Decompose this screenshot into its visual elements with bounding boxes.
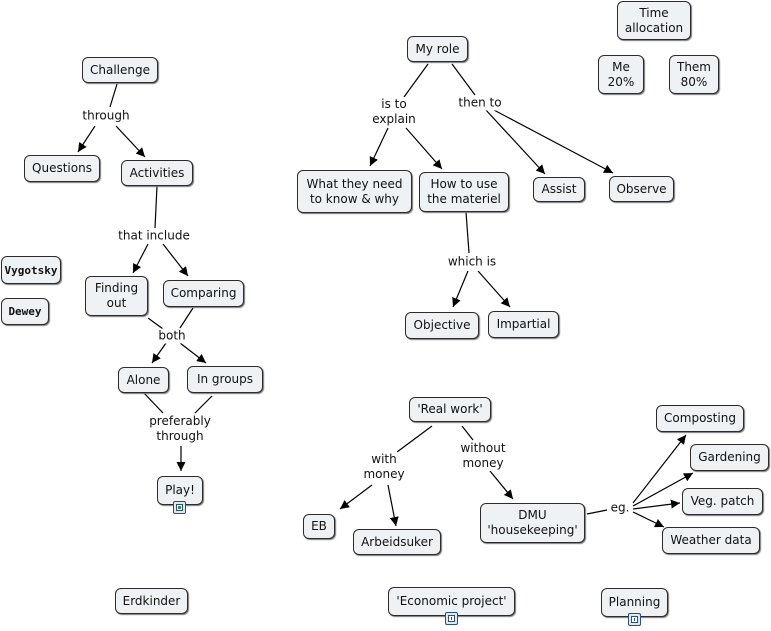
link-label-without-money: without money — [459, 441, 507, 471]
concept-challenge[interactable]: Challenge — [82, 57, 158, 83]
concept-eb[interactable]: EB — [303, 514, 335, 539]
concept-vygotsky[interactable]: Vygotsky — [1, 256, 61, 284]
concept-composting[interactable]: Composting — [656, 405, 744, 432]
concept-me[interactable]: Me 20% — [598, 55, 644, 94]
concept-play[interactable]: Play! — [157, 476, 203, 505]
concept-map-icon[interactable] — [628, 613, 641, 626]
image-icon[interactable] — [173, 501, 186, 514]
concept-veg-patch[interactable]: Veg. patch — [682, 488, 763, 515]
link-label-eg: eg. — [609, 500, 631, 516]
concept-erdkinder[interactable]: Erdkinder — [115, 588, 188, 614]
concept-objective[interactable]: Objective — [405, 312, 479, 339]
concept-finding-out[interactable]: Finding out — [85, 276, 148, 316]
link-label-preferably-through: preferably through — [148, 414, 212, 444]
link-label-which-is: which is — [446, 254, 498, 270]
concept-what-they-need[interactable]: What they need to know & why — [297, 170, 412, 213]
concept-gardening[interactable]: Gardening — [690, 444, 769, 471]
concept-economic-project[interactable]: 'Economic project' — [388, 587, 515, 616]
link-label-that-include: that include — [117, 228, 191, 244]
concept-activities[interactable]: Activities — [121, 160, 193, 186]
link-label-with-money: with money — [362, 452, 406, 482]
link-label-is-to-explain: is to explain — [371, 97, 417, 127]
concept-dmu-housekeeping[interactable]: DMU 'housekeeping' — [480, 503, 585, 543]
concept-real-work[interactable]: 'Real work' — [409, 397, 491, 422]
concept-arbeidsuker[interactable]: Arbeidsuker — [353, 529, 441, 555]
link-label-through: through — [81, 108, 131, 124]
concept-time-allocation[interactable]: Time allocation — [617, 1, 691, 40]
concept-how-to-use[interactable]: How to use the materiel — [419, 172, 509, 212]
concept-my-role[interactable]: My role — [407, 36, 468, 62]
concept-map-icon[interactable] — [445, 612, 458, 625]
concept-them[interactable]: Them 80% — [669, 55, 719, 94]
concept-in-groups[interactable]: In groups — [187, 366, 263, 393]
link-label-both: both — [157, 328, 187, 344]
concept-assist[interactable]: Assist — [533, 177, 585, 202]
link-label-then-to: then to — [457, 95, 503, 111]
concept-weather-data[interactable]: Weather data — [662, 527, 760, 554]
concept-questions[interactable]: Questions — [24, 155, 100, 182]
concept-observe[interactable]: Observe — [609, 176, 674, 202]
concept-alone[interactable]: Alone — [118, 367, 169, 393]
concept-comparing[interactable]: Comparing — [163, 280, 244, 307]
concept-impartial[interactable]: Impartial — [488, 311, 559, 338]
concept-dewey[interactable]: Dewey — [1, 298, 49, 325]
